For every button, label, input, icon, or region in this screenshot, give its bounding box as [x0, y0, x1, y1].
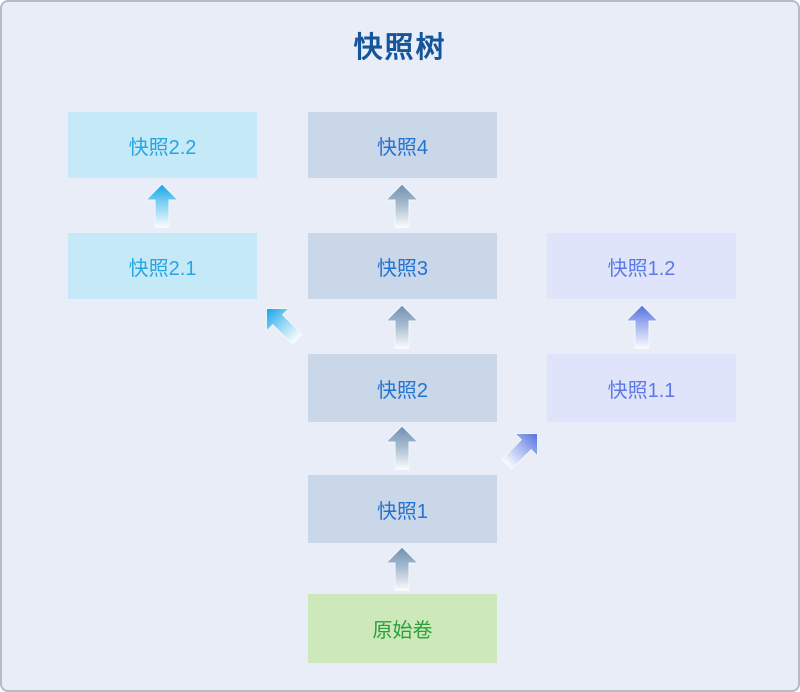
node-label: 快照2.1 [128, 257, 197, 280]
node-label: 快照1 [376, 500, 429, 523]
arrow-up-right-icon-snap1-to-snap11 [500, 432, 539, 471]
node-original-volume: 原始卷 [308, 594, 497, 663]
node-label: 原始卷 [372, 620, 433, 642]
page-title: 快照树 [353, 32, 447, 64]
node-snapshot-2-2: 快照2.2 [68, 112, 257, 178]
node-label: 快照2.2 [128, 136, 197, 159]
arrow-up-icon-snap11-to-snap12 [626, 305, 658, 349]
node-snapshot-3: 快照3 [308, 233, 497, 299]
node-label: 快照4 [376, 136, 429, 159]
node-label: 快照2 [376, 379, 429, 402]
node-snapshot-2: 快照2 [308, 354, 497, 422]
arrow-up-icon-snap2-to-snap3 [386, 305, 418, 349]
arrow-up-icon-snap21-to-snap22 [146, 184, 178, 228]
node-label: 快照3 [376, 257, 429, 280]
arrow-up-icon-snap3-to-snap4 [386, 184, 418, 228]
arrow-up-icon-original-to-snap1 [386, 547, 418, 591]
node-label: 快照1.2 [607, 257, 676, 280]
node-snapshot-2-1: 快照2.1 [68, 233, 257, 299]
node-snapshot-4: 快照4 [308, 112, 497, 178]
node-label: 快照1.1 [607, 379, 676, 402]
arrow-up-left-icon-snap2-to-snap21 [265, 307, 304, 346]
node-snapshot-1: 快照1 [308, 475, 497, 543]
node-snapshot-1-1: 快照1.1 [547, 354, 736, 422]
node-snapshot-1-2: 快照1.2 [547, 233, 736, 299]
arrow-up-icon-snap1-to-snap2 [386, 426, 418, 470]
